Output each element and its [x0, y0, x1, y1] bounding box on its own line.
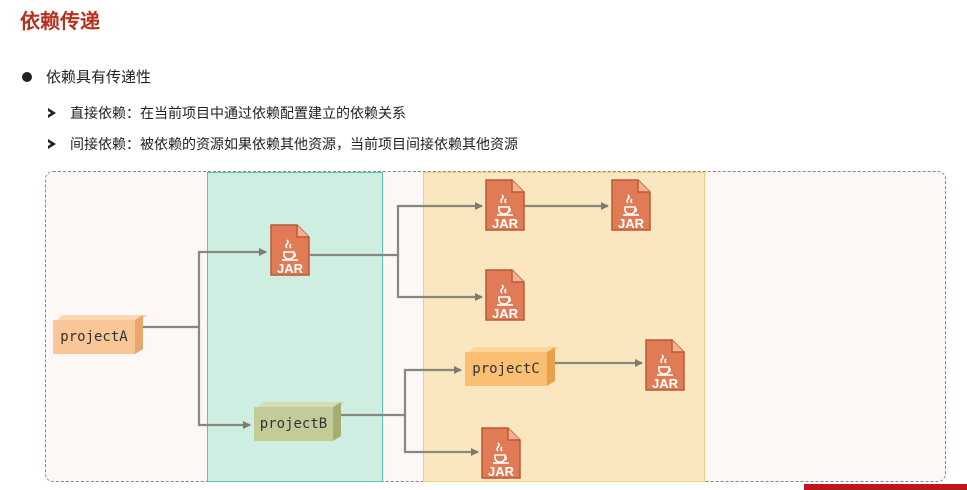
indirect-dependency-zone	[423, 172, 705, 482]
arrow-bullet-icon	[48, 108, 56, 118]
jar-file-icon: JAR	[645, 339, 685, 391]
jar-label: JAR	[492, 216, 519, 231]
edge-b-to-jar4	[403, 415, 479, 456]
jar-label: JAR	[277, 261, 304, 276]
jar-file-icon: JAR	[485, 179, 525, 231]
edge-a-to-b	[197, 327, 251, 429]
jar-file-icon: JAR	[611, 179, 651, 231]
project-b-node: projectB	[254, 407, 333, 441]
jar-file-icon: JAR	[270, 224, 310, 276]
bullet-text: 依赖具有传递性	[46, 68, 152, 86]
project-a-node: projectA	[53, 320, 135, 354]
project-c-node: projectC	[465, 352, 547, 386]
sub-item-direct-text: 直接依赖：在当前项目中通过依赖配置建立的依赖关系	[70, 106, 406, 122]
project-b-label: projectB	[259, 416, 328, 432]
edge-jar-to-jar3	[396, 255, 483, 301]
jar-file-icon: JAR	[481, 427, 521, 479]
arrow-bullet-icon	[48, 139, 56, 149]
edge-b-to-c	[340, 366, 462, 417]
sub-item-indirect-text: 间接依赖：被依赖的资源如果依赖其他资源，当前项目间接依赖其他资源	[70, 137, 518, 153]
sub-item-direct: 直接依赖：在当前项目中通过依赖配置建立的依赖关系	[48, 103, 406, 123]
jar-file-icon: JAR	[485, 269, 525, 321]
project-a-label: projectA	[60, 329, 128, 345]
bullet-item: 依赖具有传递性	[22, 66, 151, 87]
page-title: 依赖传递	[20, 9, 100, 33]
jar-label: JAR	[488, 464, 515, 479]
edge-a-to-jar	[135, 248, 267, 329]
jar-label: JAR	[618, 216, 645, 231]
footer-accent-bar	[804, 484, 967, 490]
edge-jar-to-jar2	[310, 202, 483, 257]
bullet-dot-icon	[22, 71, 32, 82]
jar-label: JAR	[652, 376, 679, 391]
project-c-label: projectC	[472, 361, 540, 377]
jar-label: JAR	[492, 306, 519, 321]
sub-item-indirect: 间接依赖：被依赖的资源如果依赖其他资源，当前项目间接依赖其他资源	[48, 134, 518, 154]
